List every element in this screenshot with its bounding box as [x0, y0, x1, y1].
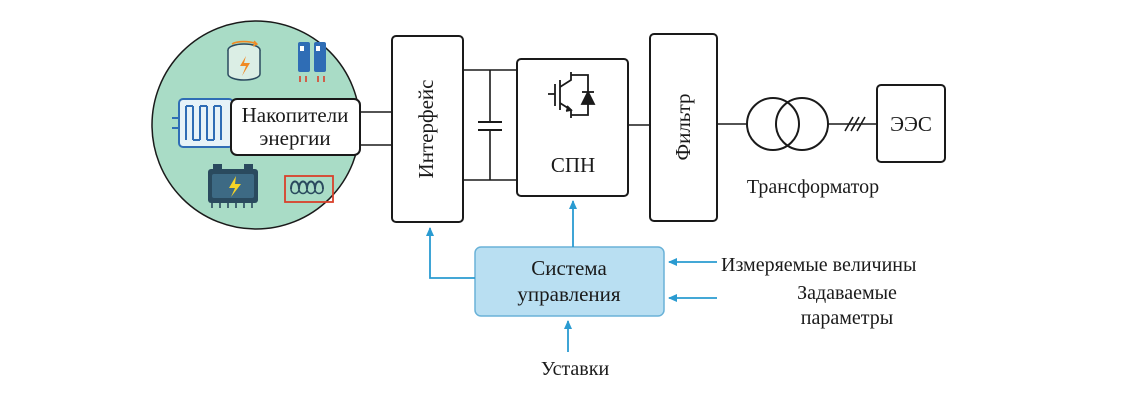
- energy-storage-group: Накопители энергии: [151, 20, 361, 230]
- transformer-label: Трансформатор: [747, 176, 879, 198]
- hydrogen-storage-icon: [172, 98, 234, 148]
- converter-block: [516, 58, 629, 197]
- storage-label-line2: энергии: [259, 126, 330, 150]
- superconducting-coil-icon: [284, 175, 334, 203]
- control-system-block: [474, 246, 665, 317]
- three-phase-line: [828, 116, 877, 132]
- setparams-label-line2: параметры: [801, 307, 893, 329]
- supercapacitor-icon: [298, 42, 326, 82]
- setparams-label-line1: Задаваемые: [797, 282, 897, 304]
- storage-label-box: [230, 98, 361, 156]
- control-label-line1: Система: [531, 256, 607, 280]
- control-to-interface-arrow: [426, 227, 475, 279]
- transformer-symbol: [746, 97, 829, 151]
- grid-block: [876, 84, 946, 163]
- flywheel-icon: [227, 40, 261, 81]
- filter-block: [649, 33, 718, 222]
- control-label-line2: управления: [517, 282, 620, 306]
- interface-block: [391, 35, 464, 223]
- converter-label: СПН: [551, 153, 595, 177]
- interface-label: Интерфейс: [414, 80, 438, 179]
- setpoints-label: Уставки: [541, 358, 610, 380]
- igbt-icon: [548, 72, 596, 118]
- measured-label: Измеряемые величины: [721, 254, 916, 276]
- grid-label: ЭЭС: [890, 112, 932, 136]
- storage-label-line1: Накопители: [242, 103, 349, 127]
- battery-icon: [208, 164, 258, 208]
- dc-link-capacitor: [463, 69, 517, 181]
- filter-label: Фильтр: [671, 93, 695, 160]
